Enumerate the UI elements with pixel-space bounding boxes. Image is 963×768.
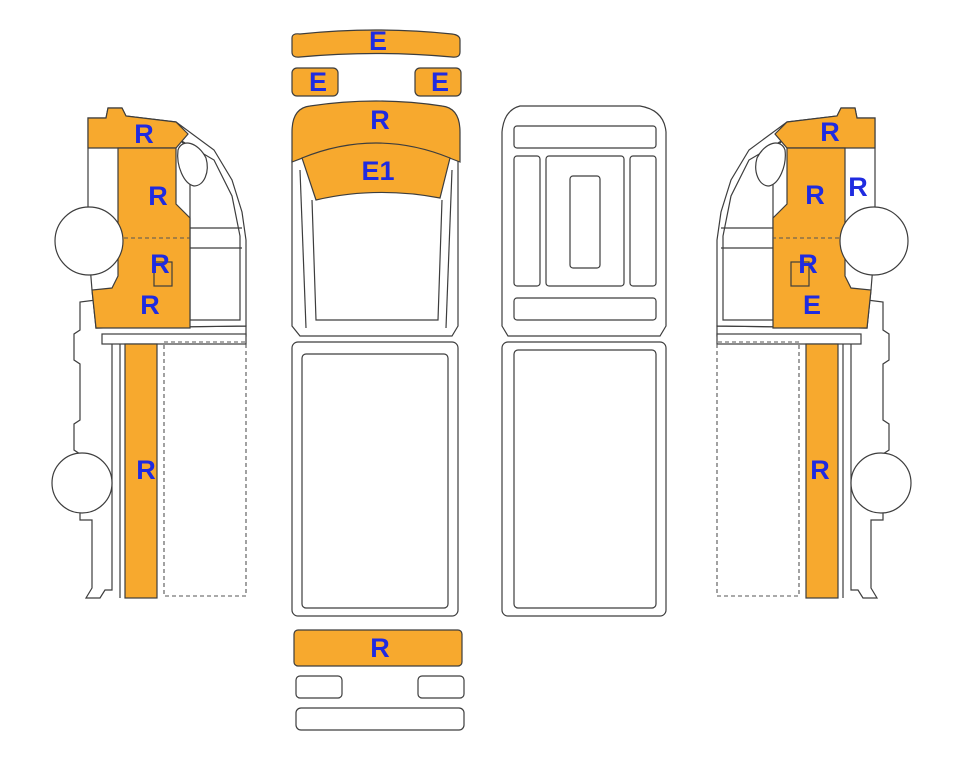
front-windshield-label: E1	[361, 156, 394, 186]
underside-view	[501, 105, 667, 617]
front-cab-roof-label: R	[370, 105, 390, 135]
left-body-outline	[73, 299, 247, 599]
underside-cab-front-strip	[513, 125, 657, 149]
left-body-door-outline	[163, 341, 247, 597]
right-cab-rear-edge-label: R	[848, 172, 868, 202]
right-door-handle	[790, 261, 810, 287]
right-body-roof-rail	[716, 333, 862, 345]
front-roof-deflector-label: E	[369, 26, 387, 56]
rear-panel	[293, 629, 463, 667]
front-panel-roof-deflector	[291, 29, 461, 58]
right-body-outline	[716, 299, 890, 599]
front-marker-right-label: E	[431, 67, 449, 97]
right-rear-wheel	[850, 452, 912, 514]
front-cargo-roof-inner	[301, 353, 449, 609]
underside-cab-center-inner	[569, 175, 601, 269]
front-cab-window	[311, 199, 443, 321]
rear-view: R	[293, 629, 465, 731]
front-view: E E E R E1	[291, 26, 462, 617]
right-front-wheel	[839, 206, 909, 276]
front-marker-left-label: E	[309, 67, 327, 97]
left-mirror	[177, 142, 208, 187]
right-panel-body-side	[805, 343, 839, 599]
underside-cargo-inner	[513, 349, 657, 609]
right-cab-door-lower-label: R	[798, 249, 818, 279]
right-cab-door-upper-label: R	[805, 180, 825, 210]
right-body-side-label: R	[810, 455, 830, 485]
underside-cab-left-rail	[513, 155, 541, 287]
rear-bumper	[295, 707, 465, 731]
front-panel-marker-left	[291, 67, 339, 97]
rear-light-right	[417, 675, 465, 699]
rear-panel-label: R	[370, 633, 390, 663]
underside-cab-right-rail	[629, 155, 657, 287]
left-front-wheel	[54, 206, 124, 276]
right-cab-bottom-label: E	[803, 290, 821, 320]
front-cab-edge-right	[445, 169, 453, 329]
right-cab-top-label: R	[820, 117, 840, 147]
left-body-roof-rail	[101, 333, 247, 345]
left-body-side-label: R	[136, 455, 156, 485]
right-side-labels: R R R R E R	[798, 117, 868, 485]
left-cab-bottom-label: R	[140, 290, 160, 320]
right-body-door-outline	[716, 341, 800, 597]
front-cab-edge-left	[299, 169, 307, 329]
left-door-handle	[153, 261, 173, 287]
front-panel-marker-right	[414, 67, 462, 97]
left-side-view: R R R R R	[51, 107, 247, 599]
left-panel-body-side	[124, 343, 158, 599]
left-cab-top-label: R	[134, 119, 154, 149]
front-panel-windshield	[301, 142, 451, 201]
left-cab-door-upper-label: R	[148, 181, 168, 211]
right-mirror	[755, 142, 786, 187]
rear-light-left	[295, 675, 343, 699]
right-side-view	[716, 107, 912, 599]
left-cab-door-lower-label: R	[150, 249, 170, 279]
left-rear-wheel	[51, 452, 113, 514]
underside-cab-rear-strip	[513, 297, 657, 321]
